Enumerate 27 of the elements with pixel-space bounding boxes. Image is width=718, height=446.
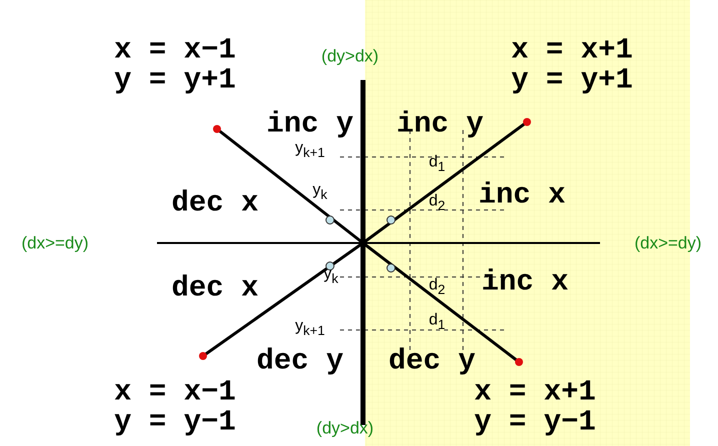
- region-label: inc y: [266, 110, 354, 138]
- formula-text: x = x+1: [474, 378, 596, 406]
- region-label: inc x: [478, 180, 566, 210]
- region-label: inc x: [482, 268, 568, 296]
- formula-text: y = y−1: [474, 408, 596, 436]
- condition-label: (dy>dx): [321, 48, 379, 64]
- distance-label: d$_{1}$: [428, 312, 446, 332]
- region-label: inc y: [396, 110, 484, 138]
- formula-text: x = x+1: [511, 36, 633, 64]
- distance-label: d$_{2}$: [428, 278, 446, 296]
- formula-text: y = y−1: [114, 408, 236, 436]
- condition-label: (dx>=dy): [21, 234, 89, 252]
- point-label: y$_{k+1}$: [295, 318, 325, 338]
- condition-label: (dy>dx): [316, 420, 374, 436]
- point-label: y$_{k}$: [312, 182, 328, 202]
- region-label: dec y: [256, 346, 344, 376]
- region-label: dec x: [172, 188, 258, 218]
- formula-text: y = y+1: [114, 66, 236, 94]
- distance-label: d$_{1}$: [428, 154, 446, 174]
- formula-text: x = x−1: [114, 36, 236, 64]
- formula-text: y = y+1: [511, 66, 633, 94]
- condition-label: (dx>=dy): [634, 234, 702, 252]
- region-label: dec y: [388, 346, 476, 376]
- distance-label: d$_{2}$: [428, 194, 446, 212]
- point-label: y$_{k+1}$: [295, 140, 325, 160]
- region-label: dec x: [172, 274, 258, 302]
- formula-text: x = x−1: [114, 378, 236, 406]
